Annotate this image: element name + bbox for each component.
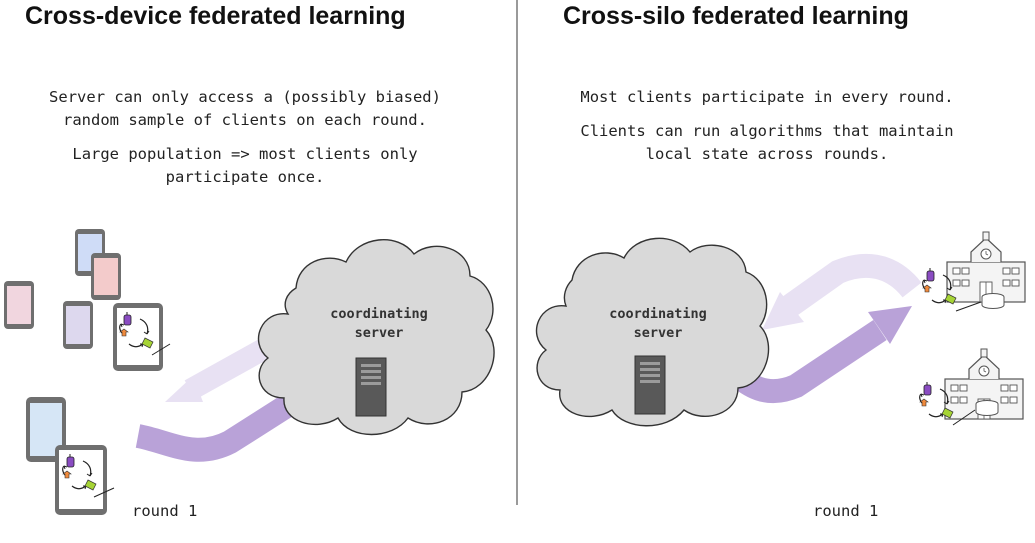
- right-panel-title: Cross-silo federated learning: [563, 2, 909, 30]
- tablet-icon: [113, 303, 171, 371]
- server-rack-icon: [355, 357, 387, 417]
- left-server-label: coordinating server: [330, 306, 428, 341]
- left-panel-title: Cross-device federated learning: [25, 2, 406, 30]
- right-paragraph-2: Clients can run algorithms that maintain…: [580, 122, 954, 163]
- tablet-icon: [55, 445, 115, 515]
- database-icon: [975, 400, 999, 416]
- right-panel-description: Most clients participate in every round.…: [562, 86, 972, 177]
- right-round-label: round 1: [813, 502, 879, 520]
- cloud-icon: [257, 239, 495, 436]
- left-round-label: round 1: [132, 502, 198, 520]
- download-arrow-icon: [762, 253, 922, 330]
- phone-icon: [63, 301, 93, 349]
- right-server-label: coordinating server: [609, 306, 707, 341]
- left-panel-description: Server can only access a (possibly biase…: [30, 86, 460, 200]
- school-building-icon: [946, 231, 1026, 303]
- left-paragraph-2: Large population => most clients only pa…: [72, 145, 418, 186]
- phone-icon: [91, 253, 121, 300]
- server-rack-icon: [634, 355, 666, 415]
- database-icon: [981, 293, 1005, 309]
- cloud-icon: [535, 237, 770, 427]
- right-paragraph-1: Most clients participate in every round.: [580, 88, 954, 106]
- left-paragraph-1: Server can only access a (possibly biase…: [49, 88, 441, 129]
- phone-icon: [4, 281, 34, 329]
